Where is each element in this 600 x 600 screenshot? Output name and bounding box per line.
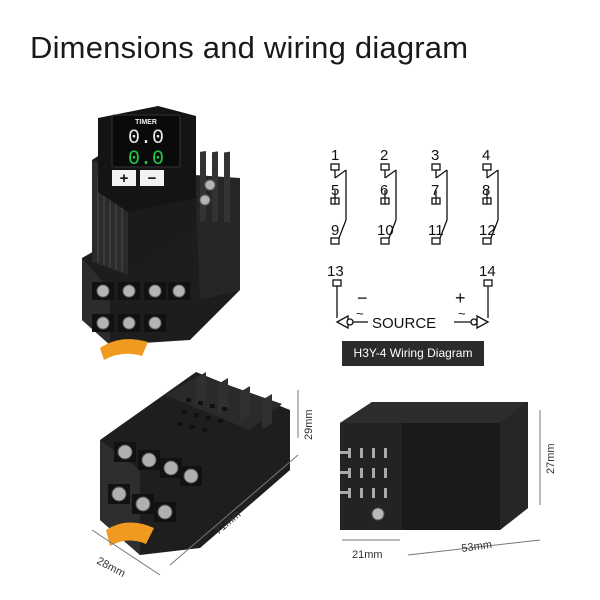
timer-display: TIMER 0.0 0.0	[111, 114, 181, 171]
wiring-labels: 1 2 3 4 5 6 7 8 9 10 11 12 13 14 − + ~ ~…	[327, 147, 496, 332]
page-title: Dimensions and wiring diagram	[30, 30, 469, 65]
source-tilde-left: ~	[356, 306, 364, 321]
contact-group-3	[431, 163, 448, 245]
timer-minus-button[interactable]	[140, 170, 164, 186]
source-plus-sign: +	[455, 288, 466, 308]
wiring-caption: H3Y-4 Wiring Diagram	[342, 341, 484, 366]
timer-bottom-digits: 0.0	[128, 148, 164, 171]
terminal-11-label: 11	[428, 222, 444, 239]
relay-length-dim: 53mm	[461, 539, 493, 555]
contact-group-2	[380, 163, 397, 245]
contact-group-1	[330, 163, 347, 245]
terminal-13-label: 13	[327, 263, 344, 280]
timer-plus-button[interactable]	[112, 170, 136, 186]
socket-dimension-lines	[91, 390, 299, 576]
terminal-14-label: 14	[479, 263, 496, 280]
relay-screw	[371, 507, 385, 521]
terminal-7-label: 7	[431, 182, 439, 199]
timer-orange-clip	[100, 339, 148, 360]
relay-body	[340, 402, 528, 530]
terminal-3-label: 3	[431, 147, 439, 164]
terminal-10-label: 10	[377, 222, 394, 239]
timer-socket-screws	[92, 179, 216, 332]
timer-buttons: + −	[112, 170, 164, 187]
socket-orange-clip	[106, 522, 154, 546]
terminal-4-label: 4	[482, 147, 490, 164]
terminal-2-label: 2	[380, 147, 388, 164]
relay-dimension-lines	[342, 410, 541, 556]
relay-pins	[340, 448, 387, 498]
contact-group-4	[482, 163, 499, 245]
terminal-6-label: 6	[380, 182, 388, 199]
source-label: SOURCE	[372, 315, 436, 332]
coil-circuit	[332, 279, 493, 330]
wiring-contacts	[330, 163, 499, 330]
relay-height-dim: 27mm	[545, 443, 557, 474]
timer-socket	[82, 151, 240, 360]
source-tilde-right: ~	[458, 306, 466, 321]
relay-width-dim: 21mm	[352, 549, 383, 561]
timer-top-digits: 0.0	[128, 127, 164, 150]
terminal-5-label: 5	[331, 182, 339, 199]
terminal-8-label: 8	[482, 182, 490, 199]
socket-base-screws	[108, 442, 202, 522]
socket-height-dim: 29mm	[303, 409, 315, 440]
timer-minus-label: −	[148, 170, 157, 187]
terminal-1-label: 1	[331, 147, 339, 164]
timer-plus-label: +	[120, 170, 129, 187]
source-minus-sign: −	[357, 288, 368, 308]
terminal-12-label: 12	[479, 222, 496, 239]
timer-brand-label: TIMER	[135, 119, 157, 126]
terminal-9-label: 9	[331, 222, 339, 239]
socket-base	[100, 372, 290, 555]
